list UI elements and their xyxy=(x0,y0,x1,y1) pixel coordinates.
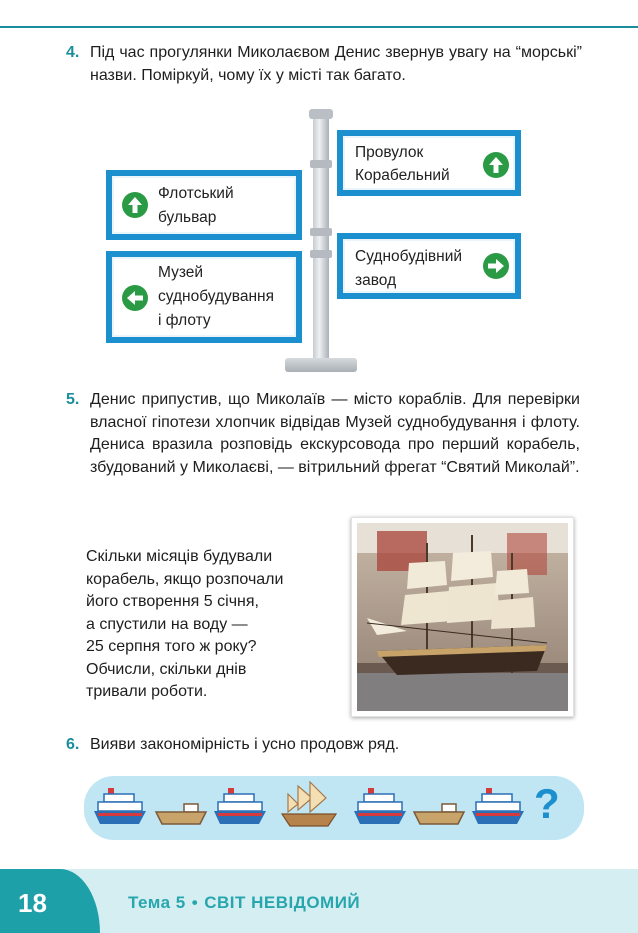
question-line: корабель, якщо розпочали xyxy=(86,570,284,588)
sign-sudno-line2: завод xyxy=(355,272,397,289)
question-line: тривали роботи. xyxy=(86,683,208,700)
section-title: СВІТ НЕВІДОМИЙ xyxy=(204,893,361,912)
sign-shipbuilding-plant: Суднобудівний завод xyxy=(337,233,521,299)
question-line: а спустили на воду — xyxy=(86,615,248,633)
page-number: 18 xyxy=(18,888,47,918)
signpost-ring xyxy=(310,228,332,236)
arrow-right-icon xyxy=(483,253,509,279)
arrow-up-icon xyxy=(122,192,148,218)
frigate-model-illustration xyxy=(357,523,568,711)
cruise-ship-icon xyxy=(214,788,266,824)
topic-label: Тема 5 xyxy=(128,893,186,912)
sign-sudno-line1: Суднобудівний xyxy=(355,248,463,265)
task-6-number: 6. xyxy=(66,736,80,753)
sign-korabelnyi-lane: Провулок Корабельний xyxy=(337,130,521,196)
sign-provulok-line1: Провулок xyxy=(355,144,424,161)
signpost-cap xyxy=(309,109,333,119)
question-mark: ? xyxy=(534,780,560,827)
sign-muzei-line3: і флоту xyxy=(158,312,211,329)
cruise-ship-icon xyxy=(94,788,146,824)
sign-flotskyi-line1: Флотський xyxy=(158,185,234,202)
signpost-pole xyxy=(313,113,329,360)
topic-separator: • xyxy=(191,893,199,912)
arrow-left-icon xyxy=(122,285,148,311)
sign-muzei-line2: суднобудування xyxy=(158,288,274,305)
task-5: 5. Денис припустив, що Миколаїв — місто … xyxy=(66,389,580,479)
task-5-text: Денис припустив, що Миколаїв — місто кор… xyxy=(90,391,580,476)
cruise-ship-icon xyxy=(354,788,406,824)
signpost-ring xyxy=(310,160,332,168)
task-4-number: 4. xyxy=(66,44,80,61)
sign-museum: Музей суднобудування і флоту xyxy=(106,251,302,343)
frigate-model-photo xyxy=(351,517,574,717)
top-rule xyxy=(0,0,638,28)
question-line: 25 серпня того ж року? xyxy=(86,638,257,655)
task-6-text: Вияви закономірність і усно продовж ряд. xyxy=(90,736,400,753)
sign-flotskyi-line2: бульвар xyxy=(158,209,217,226)
arrow-up-icon xyxy=(483,152,509,178)
task-4: 4. Під час прогулянки Миколаєвом Денис з… xyxy=(66,42,582,87)
task-6: 6. Вияви закономірність і усно продовж р… xyxy=(66,734,580,757)
barge-icon xyxy=(154,803,208,825)
question-line: Обчисли, скільки днів xyxy=(86,660,247,678)
question-line: його створення 5 січня, xyxy=(86,593,259,610)
sign-flotskyi-boulevard: Флотський бульвар xyxy=(106,170,302,240)
signpost-base xyxy=(285,358,357,372)
signpost-ring xyxy=(310,250,332,258)
barge-icon xyxy=(412,803,466,825)
task-5-number: 5. xyxy=(66,391,80,408)
sailing-ship-icon xyxy=(280,780,338,827)
task-5-question: Скільки місяців будували корабель, якщо … xyxy=(86,546,326,704)
cruise-ship-icon xyxy=(472,788,524,824)
question-line: Скільки місяців будували xyxy=(86,548,273,565)
sign-provulok-line2: Корабельний xyxy=(355,167,450,184)
sign-muzei-line1: Музей xyxy=(158,264,204,281)
task-4-text: Під час прогулянки Миколаєвом Денис звер… xyxy=(90,44,582,84)
footer-bar xyxy=(0,869,638,933)
footer-topic: Тема 5 • СВІТ НЕВІДОМИЙ xyxy=(128,893,360,913)
